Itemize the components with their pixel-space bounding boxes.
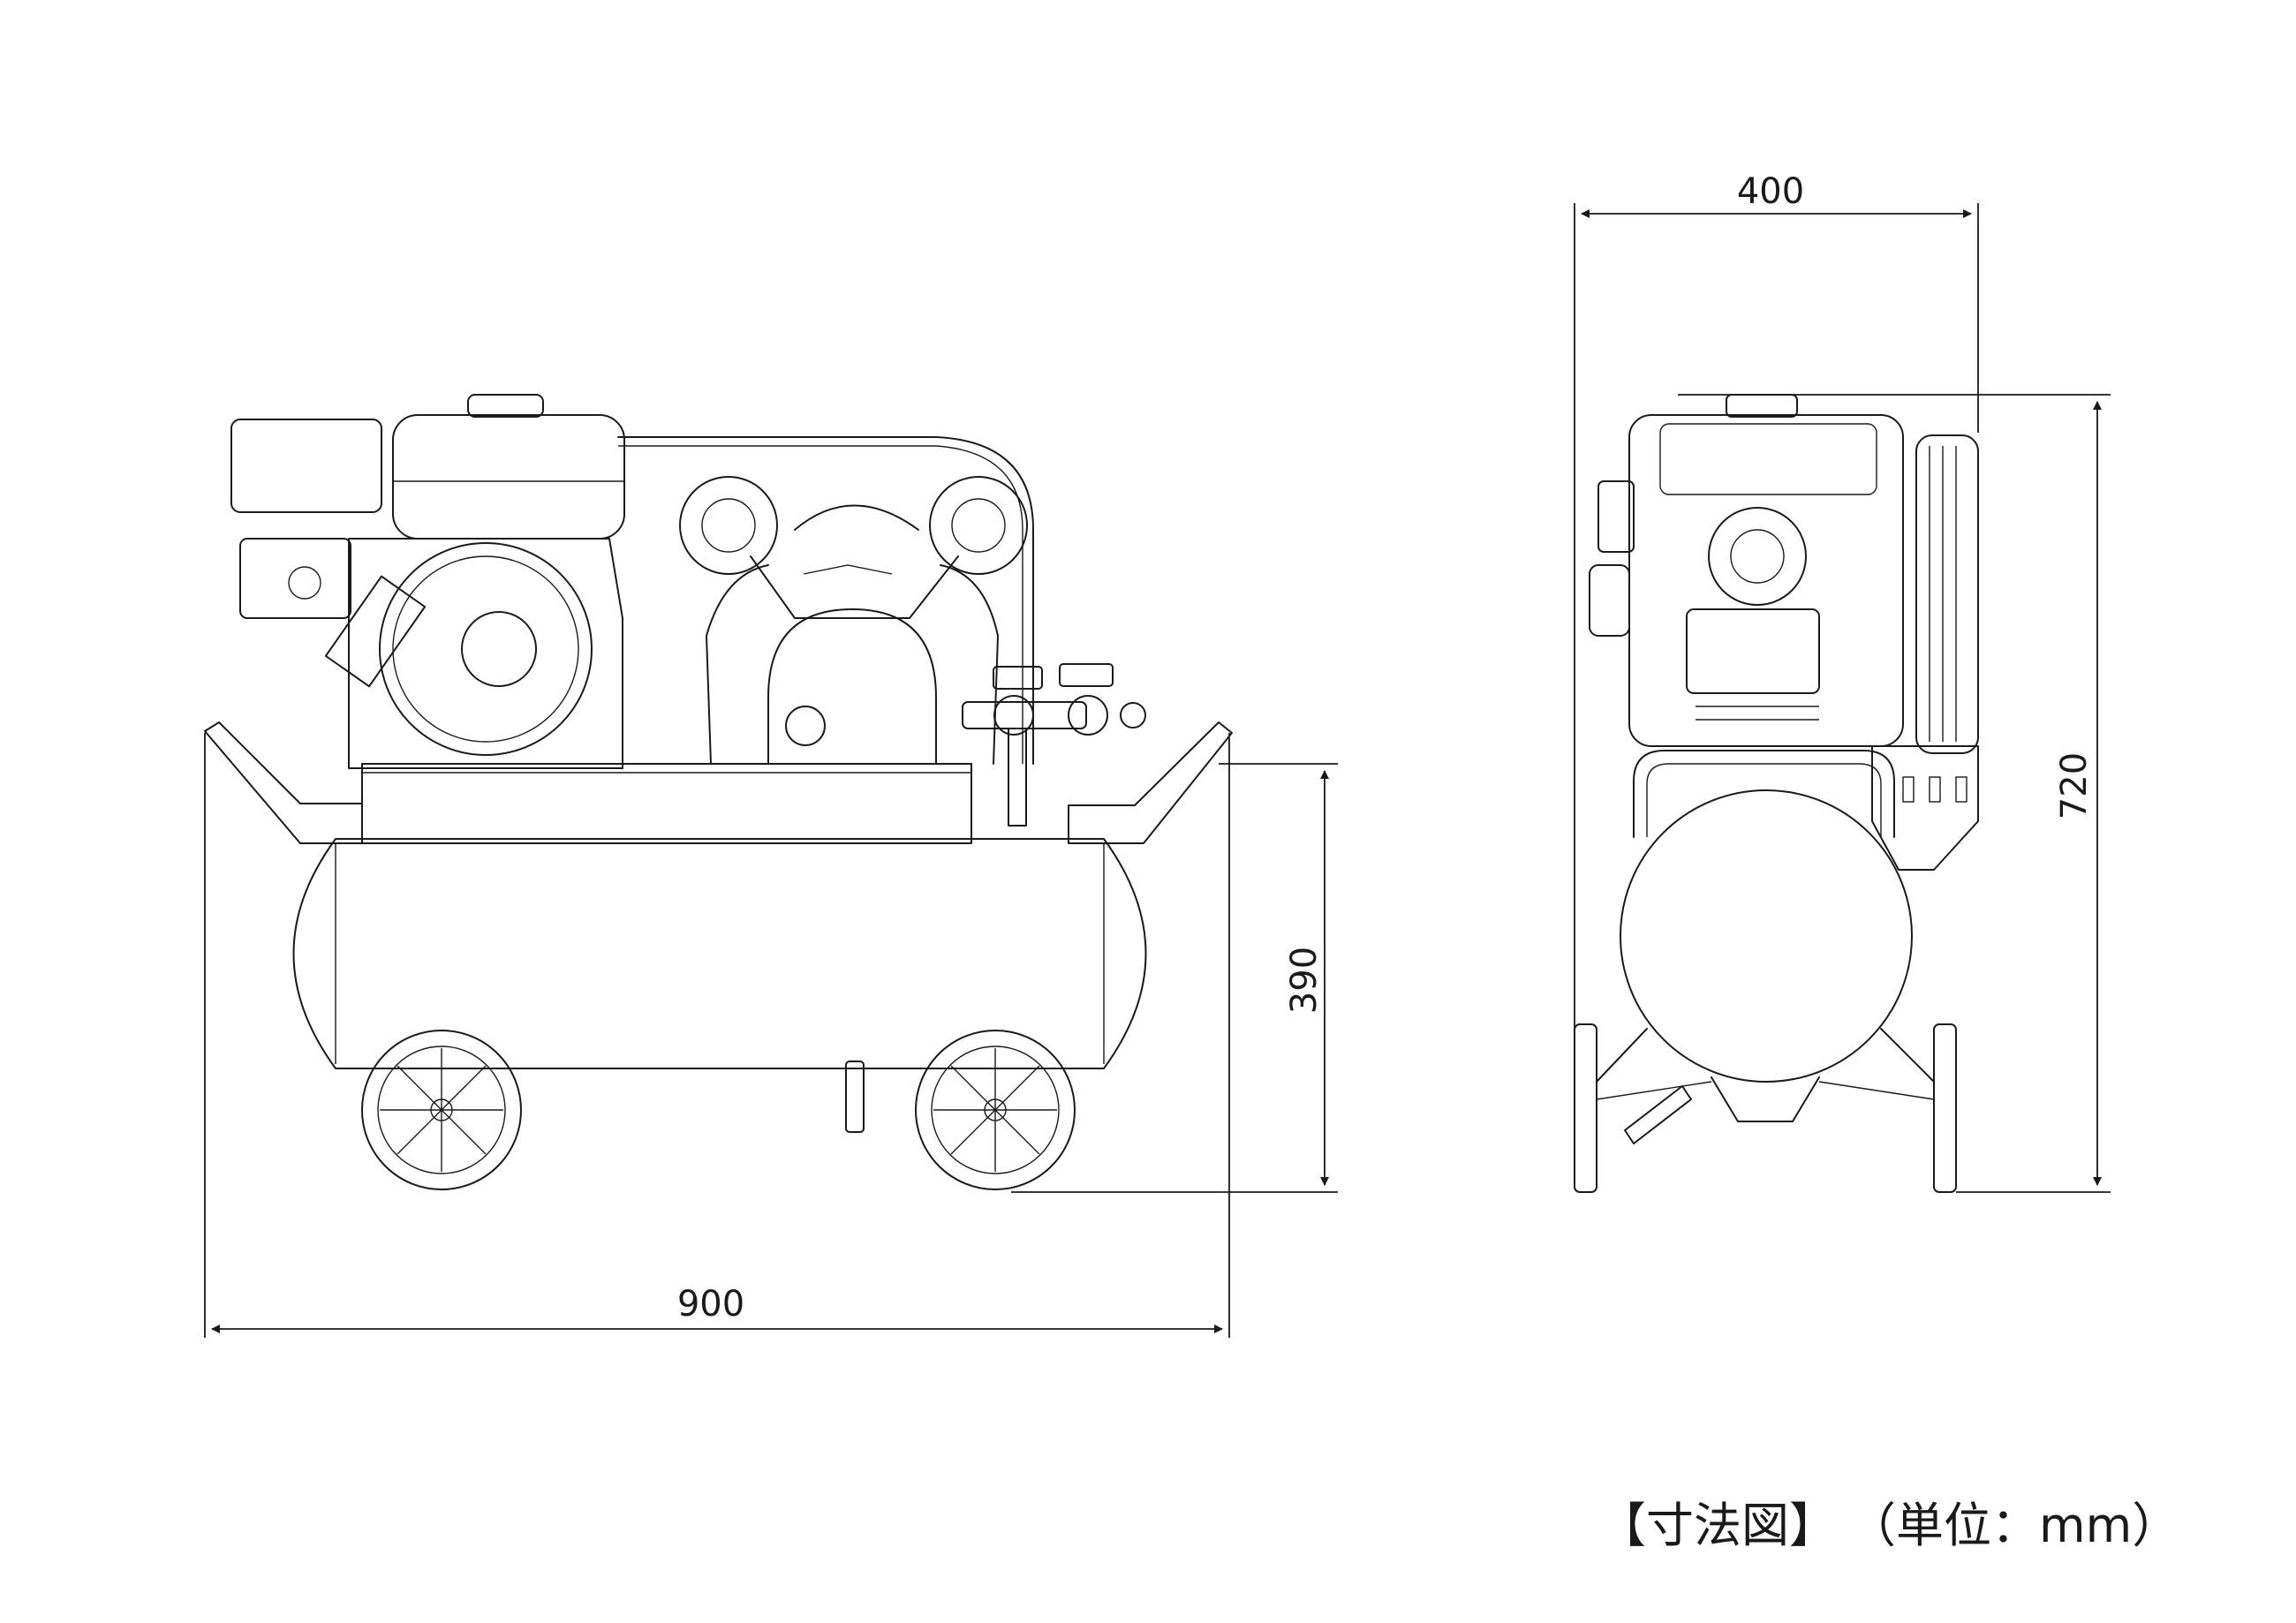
dimension-height: 390 xyxy=(1011,763,1338,1193)
side-engine xyxy=(1589,394,1904,747)
dimension-width: 900 xyxy=(204,733,1230,1338)
side-tank xyxy=(1620,789,1913,1083)
dimension-total-height-label: 720 xyxy=(2054,752,2095,819)
side-handle-frame xyxy=(1633,750,1895,838)
caption-title: 【寸法図】 xyxy=(1598,1498,1837,1553)
front-wheel-left xyxy=(361,1030,522,1190)
front-handles xyxy=(204,721,1233,844)
caption-unit: （単位：mm） xyxy=(1872,1498,2180,1553)
drawing-caption: 【寸法図】 （単位：mm） xyxy=(1598,1486,2215,1556)
front-wheel-right xyxy=(915,1030,1076,1190)
side-legs xyxy=(1574,1023,1957,1193)
front-drain-valve xyxy=(845,1061,865,1133)
front-base-plate xyxy=(361,763,972,844)
front-engine xyxy=(230,394,625,769)
dimension-total-height: 720 xyxy=(1678,394,2111,1193)
side-drain xyxy=(1624,1085,1692,1144)
side-pulley xyxy=(1871,434,1979,871)
front-compressor-pump xyxy=(679,476,1028,765)
dimension-width-label: 900 xyxy=(677,1284,744,1325)
front-valves xyxy=(962,663,1146,827)
dimension-depth: 400 xyxy=(1574,171,1979,1188)
side-view xyxy=(1574,394,1979,1193)
front-view xyxy=(204,394,1233,1190)
front-tank xyxy=(292,838,1147,1069)
dimension-depth-label: 400 xyxy=(1737,171,1804,212)
dimension-height-label: 390 xyxy=(1284,947,1325,1014)
